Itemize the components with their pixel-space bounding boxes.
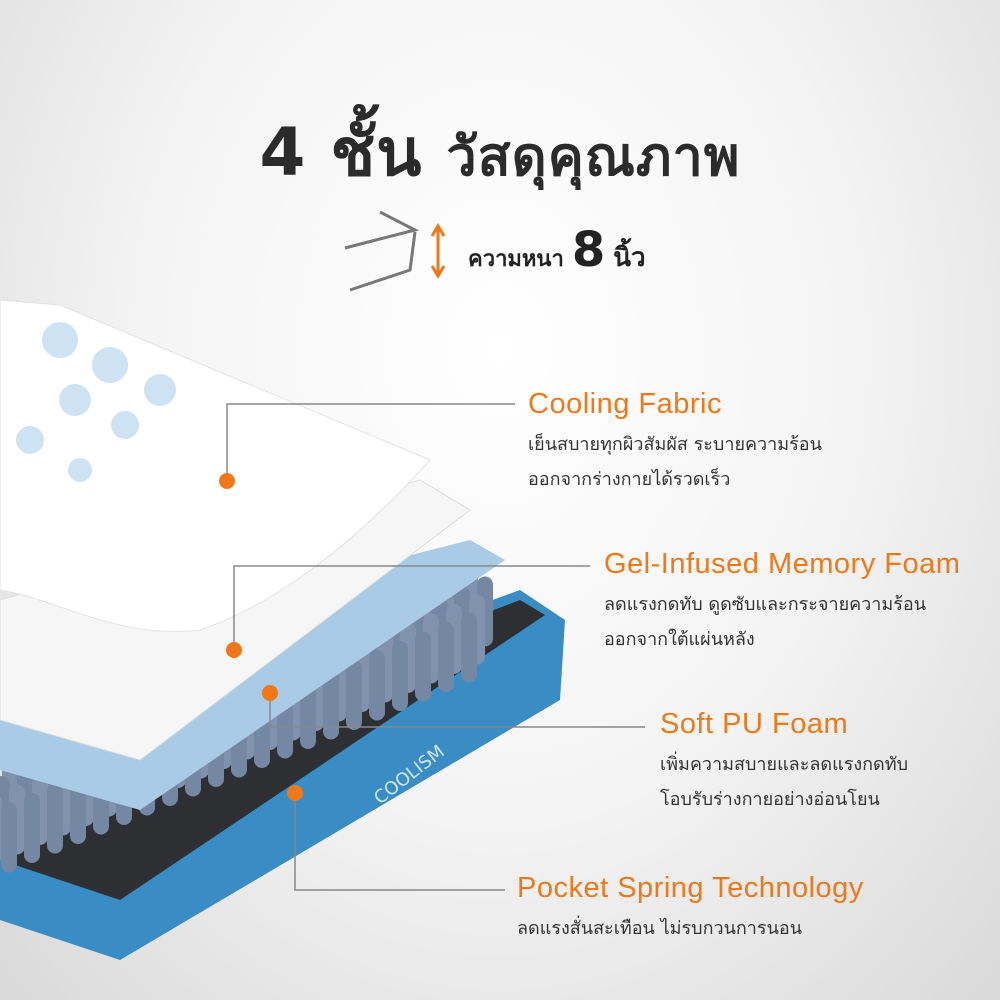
- spring-coil: [323, 669, 339, 740]
- thickness-label: ความหนา: [468, 247, 564, 272]
- layer-desc-line2: โอบรับร่างกายอย่างอ่อนโยน: [660, 789, 880, 810]
- pocket-spring-dot: [287, 785, 303, 801]
- thickness-info: ความหนา 8 นิ้ว: [468, 222, 646, 278]
- thickness-value: 8: [571, 222, 606, 278]
- layer-desc-line2: ออกจากใต้แผ่นหลัง: [604, 629, 755, 650]
- layer-desc-line2: ออกจากร่างกายได้รวดเร็ว: [528, 469, 731, 490]
- spring-coil: [1, 802, 17, 873]
- spring-coil: [369, 650, 385, 721]
- memory-foam-dot: [226, 642, 242, 658]
- leader-lines: [226, 403, 645, 891]
- cooling-fabric: [0, 299, 431, 633]
- spring-coil: [346, 660, 362, 730]
- spring-coil: [392, 641, 408, 711]
- cooling-fabric-dot: [219, 473, 235, 489]
- title-word: ชั้น: [330, 114, 423, 191]
- spring-coil: [47, 783, 63, 854]
- thickness-icon: [344, 210, 446, 292]
- layer-title: Soft PU Foam: [660, 708, 849, 740]
- layer-desc-line1: เพิ่มความสบายและลดแรงกดทับ: [660, 754, 909, 775]
- spring-coil: [438, 622, 454, 692]
- layer-desc-line1: ลดแรงกดทับ ดูดซับและกระจายความร้อน: [604, 594, 927, 615]
- title-number: 4: [259, 114, 307, 191]
- layer-title: Cooling Fabric: [528, 388, 722, 420]
- layer-memory-foam: Gel-Infused Memory Foam ลดแรงกดทับ ดูดซั…: [604, 548, 960, 657]
- layer-title: Pocket Spring Technology: [517, 872, 864, 904]
- title-subtitle: วัสดุคุณภาพ: [446, 125, 741, 188]
- layer-pocket-spring: Pocket Spring Technology ลดแรงสั่นสะเทือ…: [517, 872, 864, 946]
- layer-desc-line1: ลดแรงสั่นสะเทือน ไม่รบกวนการนอน: [517, 918, 802, 939]
- layer-cooling-fabric: Cooling Fabric เย็นสบายทุกผิวสัมผัส ระบา…: [528, 388, 822, 497]
- spring-coil: [461, 612, 477, 683]
- thickness-unit: นิ้ว: [613, 243, 646, 273]
- layer-pu-foam: Soft PU Foam เพิ่มความสบายและลดแรงกดทับโ…: [660, 708, 908, 817]
- layer-desc-line1: เย็นสบายทุกผิวสัมผัส ระบายความร้อน: [528, 434, 822, 455]
- pu-foam-dot: [262, 685, 278, 701]
- spring-coil: [24, 793, 40, 863]
- layer-title: Gel-Infused Memory Foam: [604, 548, 961, 580]
- spring-coil: [415, 631, 431, 702]
- page-title: 4 ชั้น วัสดุคุณภาพ: [0, 100, 1000, 205]
